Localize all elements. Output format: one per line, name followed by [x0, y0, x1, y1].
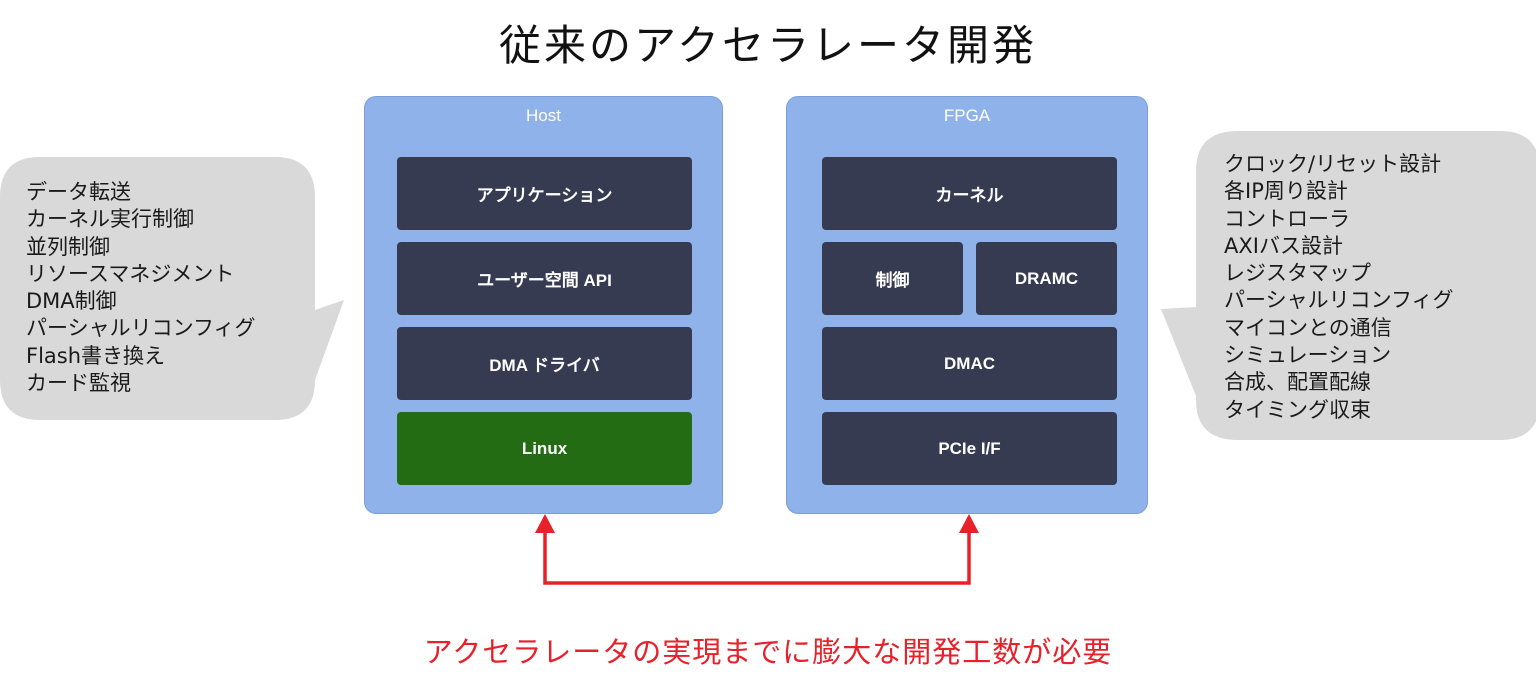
linux-block: Linux — [397, 412, 692, 485]
list-item: 合成、配置配線 — [1224, 370, 1371, 395]
list-item: カード監視 — [26, 371, 131, 396]
dma-driver-block: DMA ドライバ — [397, 327, 692, 400]
list-item: データ転送 — [26, 180, 131, 204]
list-item: マイコンとの通信 — [1224, 315, 1392, 340]
list-item: カーネル実行制御 — [26, 207, 194, 232]
list-item: パーシャルリコンフィグ — [1224, 288, 1454, 313]
connector-line — [543, 530, 971, 585]
left-speech-bubble — [0, 157, 344, 420]
list-item: 各IP周り設計 — [1224, 179, 1348, 204]
list-item: Flash書き換え — [26, 343, 166, 368]
fpga-label: FPGA — [943, 106, 991, 125]
list-item: 並列制御 — [26, 234, 110, 259]
arrowhead-up-icon — [535, 514, 555, 533]
left-bubble-list: データ転送 カーネル実行制御 並列制御 リソースマネジメント DMA制御 パーシ… — [26, 179, 256, 397]
control-block: 制御 — [822, 242, 963, 315]
kernel-block: カーネル — [822, 157, 1117, 230]
right-speech-bubble — [1161, 131, 1536, 440]
page-title: 従来のアクセラレータ開発 — [499, 21, 1037, 70]
list-item: クロック/リセット設計 — [1224, 152, 1442, 176]
list-item: コントローラ — [1224, 206, 1350, 231]
dmac-block: DMAC — [822, 327, 1117, 400]
list-item: パーシャルリコンフィグ — [26, 316, 256, 341]
application-block: アプリケーション — [397, 157, 692, 230]
host-label: Host — [526, 106, 561, 125]
footer-message: アクセラレータの実現までに膨大な開発工数が必要 — [423, 635, 1113, 669]
user-space-api-block: ユーザー空間 API — [397, 242, 692, 315]
dramc-block: DRAMC — [976, 242, 1117, 315]
right-bubble-list: クロック/リセット設計 各IP周り設計 コントローラ AXIバス設計 レジスタマ… — [1224, 151, 1454, 424]
list-item: レジスタマップ — [1224, 261, 1371, 286]
pcie-if-block: PCIe I/F — [822, 412, 1117, 485]
list-item: リソースマネジメント — [26, 261, 235, 286]
arrowhead-up-icon — [959, 514, 979, 533]
list-item: タイミング収束 — [1224, 397, 1371, 422]
list-item: AXIバス設計 — [1224, 233, 1343, 258]
list-item: シミュレーション — [1224, 343, 1392, 368]
list-item: DMA制御 — [26, 289, 117, 314]
